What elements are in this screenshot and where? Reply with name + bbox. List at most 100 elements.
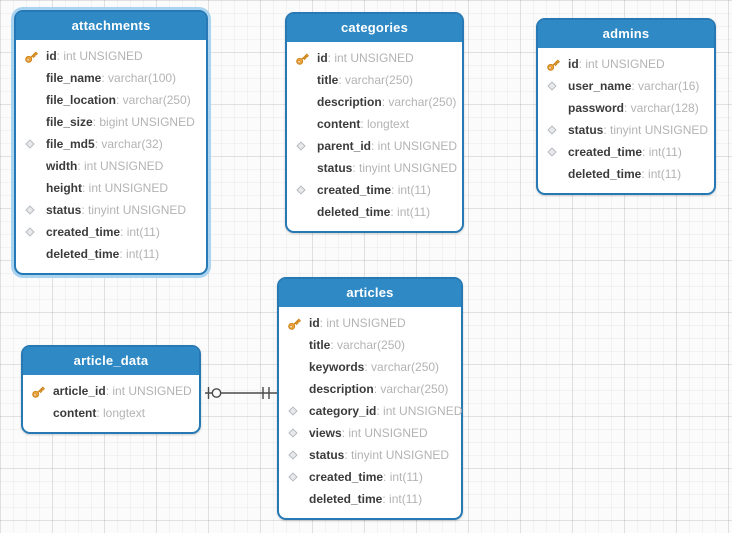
column-type: : tinyint UNSIGNED xyxy=(603,123,709,137)
column-row-attachments-file_location[interactable]: file_location: varchar(250) xyxy=(24,89,202,111)
column-type: : varchar(250) xyxy=(338,73,414,87)
column-name: id xyxy=(317,51,328,65)
column-row-articles-views[interactable]: views: int UNSIGNED xyxy=(287,422,457,444)
column-row-articles-category_id[interactable]: category_id: int UNSIGNED xyxy=(287,400,462,422)
column-type: : varchar(128) xyxy=(624,101,699,115)
column-row-attachments-id[interactable]: id: int UNSIGNED xyxy=(24,45,202,67)
column-type: : int(11) xyxy=(390,205,431,219)
column-name: file_md5 xyxy=(46,137,95,151)
column-row-articles-status[interactable]: status: tinyint UNSIGNED xyxy=(287,444,457,466)
column-name: id xyxy=(568,57,579,71)
column-row-attachments-file_md5[interactable]: file_md5: varchar(32) xyxy=(24,133,202,155)
table-title-admins[interactable]: admins xyxy=(538,20,714,48)
column-row-articles-id[interactable]: id: int UNSIGNED xyxy=(287,312,457,334)
column-row-attachments-width[interactable]: width: int UNSIGNED xyxy=(24,155,202,177)
column-type: : int UNSIGNED xyxy=(376,404,463,418)
column-name: file_name xyxy=(46,71,102,85)
index-diamond-icon xyxy=(24,138,46,150)
table-title-categories[interactable]: categories xyxy=(287,14,462,42)
column-row-categories-content[interactable]: content: longtext xyxy=(295,113,458,135)
column-row-admins-created_time[interactable]: created_time: int(11) xyxy=(546,141,710,163)
column-row-admins-id[interactable]: id: int UNSIGNED xyxy=(546,53,710,75)
column-type: : varchar(16) xyxy=(631,79,700,93)
column-name: password xyxy=(568,101,625,115)
column-name: title xyxy=(317,73,339,87)
index-diamond-icon xyxy=(546,124,568,136)
column-row-categories-deleted_time[interactable]: deleted_time: int(11) xyxy=(295,201,458,223)
column-name: created_time xyxy=(568,145,643,159)
index-diamond-icon xyxy=(287,449,309,461)
index-diamond-icon xyxy=(287,405,309,417)
primary-key-icon xyxy=(24,49,46,64)
column-name: id xyxy=(309,316,320,330)
column-row-attachments-file_name[interactable]: file_name: varchar(100) xyxy=(24,67,202,89)
column-name: file_location xyxy=(46,93,117,107)
index-diamond-icon xyxy=(295,184,317,196)
index-diamond-icon xyxy=(546,80,568,92)
column-type: : tinyint UNSIGNED xyxy=(344,448,450,462)
table-title-article_data[interactable]: article_data xyxy=(23,347,199,375)
column-name: article_id xyxy=(53,384,106,398)
column-row-admins-user_name[interactable]: user_name: varchar(16) xyxy=(546,75,710,97)
column-name: height xyxy=(46,181,82,195)
column-row-categories-description[interactable]: description: varchar(250) xyxy=(295,91,458,113)
column-row-attachments-file_size[interactable]: file_size: bigint UNSIGNED xyxy=(24,111,202,133)
column-type: : int(11) xyxy=(391,183,431,197)
column-type: : tinyint UNSIGNED xyxy=(81,203,187,217)
column-type: : varchar(32) xyxy=(94,137,163,151)
column-row-categories-status[interactable]: status: tinyint UNSIGNED xyxy=(295,157,458,179)
column-name: category_id xyxy=(309,404,377,418)
relationship-article_data-articles[interactable] xyxy=(205,387,277,399)
index-diamond-icon xyxy=(24,226,46,238)
column-type: : int UNSIGNED xyxy=(77,159,164,173)
column-row-categories-id[interactable]: id: int UNSIGNED xyxy=(295,47,458,69)
column-type: : int UNSIGNED xyxy=(105,384,192,398)
column-row-admins-deleted_time[interactable]: deleted_time: int(11) xyxy=(546,163,710,185)
primary-key-icon xyxy=(31,384,53,399)
column-type: : int UNSIGNED xyxy=(82,181,169,195)
column-row-articles-created_time[interactable]: created_time: int(11) xyxy=(287,466,457,488)
column-row-articles-description[interactable]: description: varchar(250) xyxy=(287,378,457,400)
column-row-attachments-status[interactable]: status: tinyint UNSIGNED xyxy=(24,199,202,221)
column-row-articles-title[interactable]: title: varchar(250) xyxy=(287,334,457,356)
column-row-article_data-article_id[interactable]: article_id: int UNSIGNED xyxy=(31,380,195,402)
column-name: deleted_time xyxy=(568,167,642,181)
column-type: : int(11) xyxy=(641,167,682,181)
column-row-article_data-content[interactable]: content: longtext xyxy=(31,402,195,424)
column-row-admins-password[interactable]: password: varchar(128) xyxy=(546,97,710,119)
column-row-categories-parent_id[interactable]: parent_id: int UNSIGNED xyxy=(295,135,458,157)
column-row-categories-title[interactable]: title: varchar(250) xyxy=(295,69,458,91)
column-row-attachments-deleted_time[interactable]: deleted_time: int(11) xyxy=(24,243,202,265)
primary-key-icon xyxy=(546,57,568,72)
column-type: : varchar(250) xyxy=(116,93,191,107)
column-row-admins-status[interactable]: status: tinyint UNSIGNED xyxy=(546,119,710,141)
column-type: : int UNSIGNED xyxy=(371,139,458,153)
column-type: : int(11) xyxy=(382,492,423,506)
table-title-attachments[interactable]: attachments xyxy=(16,12,206,40)
column-row-attachments-created_time[interactable]: created_time: int(11) xyxy=(24,221,202,243)
column-type: : varchar(100) xyxy=(101,71,177,85)
column-type: : longtext xyxy=(96,406,146,420)
table-title-articles[interactable]: articles xyxy=(279,279,461,307)
column-name: description xyxy=(317,95,382,109)
column-name: status xyxy=(317,161,353,175)
column-row-categories-created_time[interactable]: created_time: int(11) xyxy=(295,179,458,201)
index-diamond-icon xyxy=(287,427,309,439)
column-row-attachments-height[interactable]: height: int UNSIGNED xyxy=(24,177,202,199)
column-name: status xyxy=(309,448,345,462)
column-row-articles-deleted_time[interactable]: deleted_time: int(11) xyxy=(287,488,457,510)
column-type: : tinyint UNSIGNED xyxy=(352,161,458,175)
index-diamond-icon xyxy=(295,140,317,152)
column-type: : int UNSIGNED xyxy=(341,426,428,440)
column-row-articles-keywords[interactable]: keywords: varchar(250) xyxy=(287,356,457,378)
column-type: : varchar(250) xyxy=(373,382,449,396)
column-name: deleted_time xyxy=(309,492,383,506)
